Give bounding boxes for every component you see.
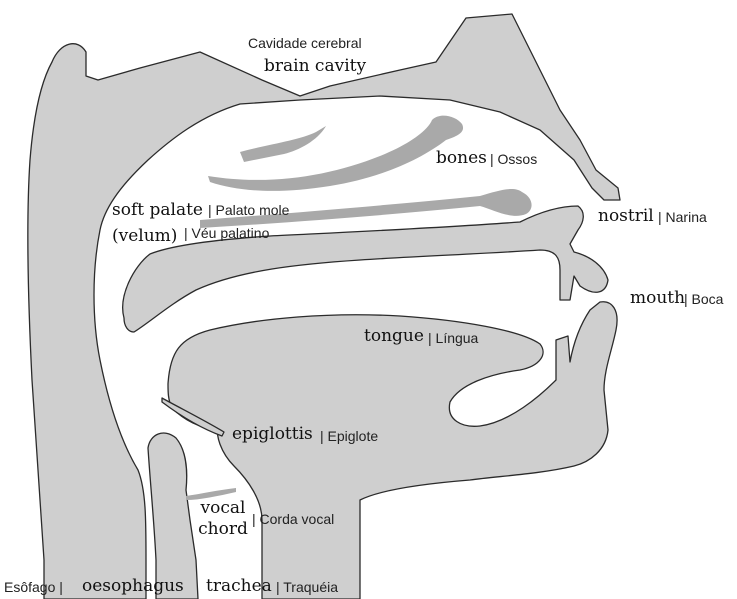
oesophagus-pt-label: Esôfago | [4,580,63,594]
epiglottis-en-label: epiglottis [232,426,313,443]
vocal-chord-pt-label: | Corda vocal [252,512,334,526]
epiglottis-pt-label: | Epiglote [320,429,378,443]
trachea-en-label: trachea [206,578,272,595]
trachea-pt-label: | Traquéia [276,580,338,594]
brain-cavity-en-label: brain cavity [264,58,366,75]
tongue-pt-label: | Língua [428,331,478,345]
velum-en-label: (velum) [112,228,177,245]
brain-cavity-pt-label: Cavidade cerebral [248,36,362,50]
nostril-pt-label: | Narina [658,210,707,224]
mouth-en-label: mouth [630,290,685,307]
nostril-en-label: nostril [598,208,654,225]
tongue-jaw-shape [168,302,617,599]
bones-pt-label: | Ossos [490,152,537,166]
velum-pt-label: | Véu palatino [184,226,269,240]
soft-palate-pt-label: | Palato mole [208,203,289,217]
tongue-en-label: tongue [364,328,424,345]
vocal-en-label: vocal [190,498,256,519]
chord-en-label: chord [190,519,256,540]
oesophagus-en-label: oesophagus [82,578,184,595]
bone-upper [240,126,326,162]
bones-en-label: bones [436,150,487,167]
vocal-chord-en-label: vocal chord [190,498,256,540]
mouth-pt-label: | Boca [684,292,723,306]
soft-palate-en-label: soft palate [112,202,203,219]
